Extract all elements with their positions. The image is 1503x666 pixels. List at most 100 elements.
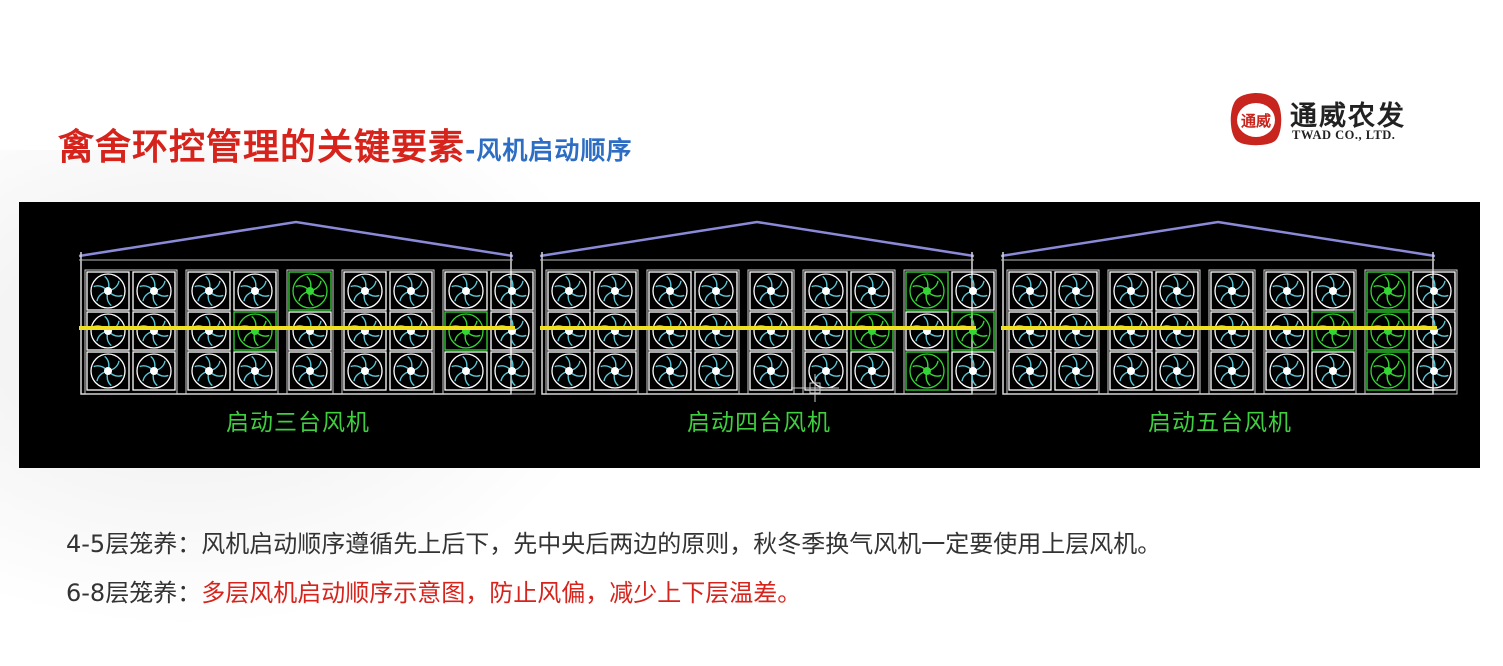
fan-ring xyxy=(292,273,328,309)
fan-ring xyxy=(448,313,484,349)
fan-icon xyxy=(749,271,793,311)
fan-ring xyxy=(1159,313,1195,349)
fan-frame xyxy=(547,311,591,351)
fan-icon xyxy=(1210,351,1254,391)
fan-frame xyxy=(1210,271,1254,311)
fan-ring xyxy=(1159,353,1195,389)
fan-icon xyxy=(1366,271,1410,311)
fan-frame xyxy=(694,311,738,351)
fan-hub xyxy=(508,287,516,295)
fan-frame xyxy=(1109,271,1153,311)
note-text: 多层风机启动顺序示意图，防止风偏，减少上下层温差。 xyxy=(201,579,802,607)
fan-house-1 xyxy=(78,220,536,395)
title-main: 禽舍环控管理的关键要素 xyxy=(58,127,466,168)
fan-frame xyxy=(490,311,534,351)
fan-frame xyxy=(1210,351,1254,391)
fan-hub xyxy=(361,287,369,295)
fan-icon xyxy=(444,351,488,391)
fan-frame xyxy=(951,311,995,351)
fan-icon xyxy=(648,351,692,391)
fan-frame xyxy=(288,271,332,311)
fan-ring xyxy=(1214,353,1250,389)
fan-frame xyxy=(905,271,949,311)
fan-frame xyxy=(1412,271,1456,311)
fan-icon xyxy=(694,271,738,311)
fan-ring xyxy=(494,353,530,389)
fan-icon xyxy=(1109,311,1153,351)
fan-frame xyxy=(1054,311,1098,351)
fan-house-3 xyxy=(1000,220,1458,395)
fan-frame xyxy=(343,351,387,391)
company-logo: 通威 通威农发 TWAD CO., LTD. xyxy=(1226,90,1436,150)
fan-ring xyxy=(652,353,688,389)
fan-frame xyxy=(444,271,488,311)
fan-icon xyxy=(1155,311,1199,351)
fan-ring xyxy=(1370,313,1406,349)
fan-hub xyxy=(1173,287,1181,295)
fan-ring xyxy=(136,353,172,389)
note-6-8-layer: 6-8层笼养：多层风机启动顺序示意图，防止风偏，减少上下层温差。 xyxy=(66,573,801,608)
fan-icon xyxy=(547,271,591,311)
fan-group-frame xyxy=(747,269,795,395)
fan-ring xyxy=(808,273,844,309)
fan-ring xyxy=(955,313,991,349)
fan-ring xyxy=(1269,313,1305,349)
fan-frame xyxy=(490,271,534,311)
fan-hub xyxy=(923,367,931,375)
fan-ring xyxy=(597,273,633,309)
fan-frame xyxy=(233,351,277,391)
diagram-canvas xyxy=(78,220,1458,402)
fan-frame xyxy=(804,271,848,311)
fan-frame xyxy=(233,311,277,351)
fan-group-frame xyxy=(1364,269,1458,395)
fan-frame xyxy=(694,351,738,391)
fan-ring xyxy=(854,313,890,349)
fan-icon xyxy=(132,351,176,391)
fan-frame xyxy=(951,271,995,311)
fan-hub xyxy=(150,367,158,375)
fan-ring xyxy=(90,313,126,349)
fan-frame xyxy=(749,351,793,391)
fan-icon xyxy=(389,311,433,351)
fan-ring xyxy=(1416,353,1452,389)
fan-icon xyxy=(850,311,894,351)
fan-group-frame xyxy=(802,269,896,395)
fan-ring xyxy=(955,353,991,389)
house-wall xyxy=(541,252,973,395)
fan-ring xyxy=(1012,313,1048,349)
fan-frame xyxy=(288,351,332,391)
fan-icon xyxy=(593,271,637,311)
fan-hub xyxy=(1384,287,1392,295)
roof-line xyxy=(78,220,514,258)
fan-ring xyxy=(1058,313,1094,349)
fan-icon xyxy=(1109,351,1153,391)
fan-icon xyxy=(749,311,793,351)
fan-hub xyxy=(150,287,158,295)
fan-icon xyxy=(1054,351,1098,391)
fan-ring xyxy=(1370,273,1406,309)
fan-hub xyxy=(1026,287,1034,295)
fan-ring xyxy=(909,353,945,389)
fan-frame xyxy=(850,271,894,311)
fan-frame xyxy=(1008,271,1052,311)
fan-frame xyxy=(804,311,848,351)
fan-ring xyxy=(237,353,273,389)
fan-icon xyxy=(1366,351,1410,391)
fan-icon xyxy=(749,351,793,391)
fan-frame xyxy=(1366,271,1410,311)
fan-ring xyxy=(808,313,844,349)
fan-icon xyxy=(1054,271,1098,311)
fan-hub xyxy=(407,287,415,295)
fan-frame xyxy=(1008,351,1052,391)
fan-group-frame xyxy=(1263,269,1357,395)
fan-frame xyxy=(444,311,488,351)
fan-icon xyxy=(288,351,332,391)
fan-icon xyxy=(1210,311,1254,351)
fan-hub xyxy=(1228,367,1236,375)
fan-hub xyxy=(767,367,775,375)
fan-hub xyxy=(969,287,977,295)
fan-icon xyxy=(187,351,231,391)
fan-ring xyxy=(698,273,734,309)
fan-icon xyxy=(1366,311,1410,351)
fan-frame xyxy=(1054,351,1098,391)
